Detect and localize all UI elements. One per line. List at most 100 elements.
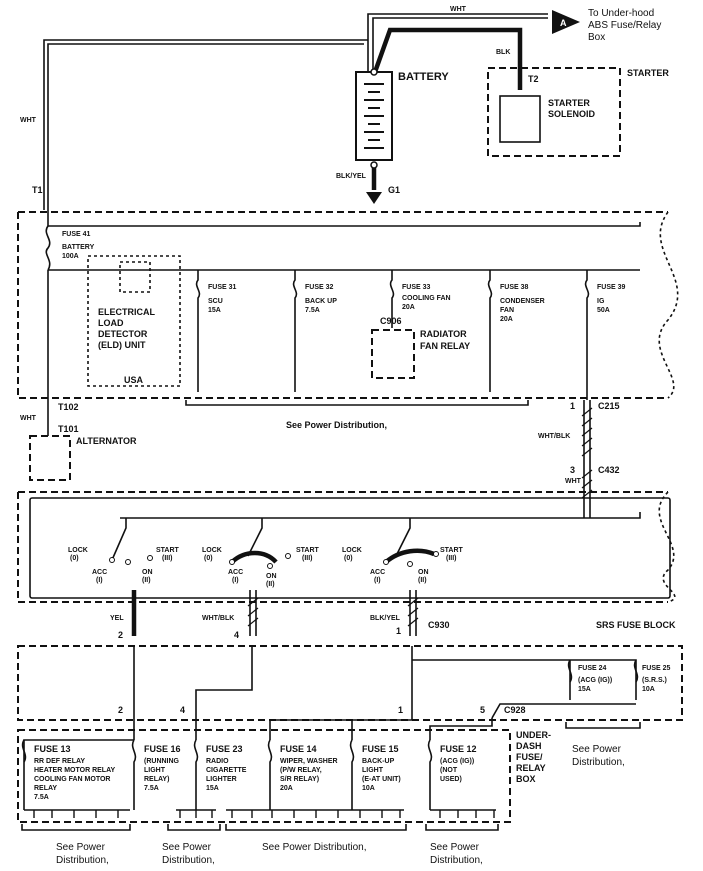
s1-acc-1: ACC bbox=[92, 569, 107, 576]
fuse39-desc2: 50A bbox=[597, 307, 610, 314]
underdash-line2: DASH bbox=[516, 741, 542, 751]
whtblk-vert-label: WHT/BLK bbox=[538, 433, 570, 440]
fuse25-desc2: 10A bbox=[642, 686, 655, 693]
switch-1: LOCK (0) ACC (I) ON (II) START (III) bbox=[68, 518, 180, 584]
fuse33-desc2: 20A bbox=[402, 304, 415, 311]
fuse-16: FUSE 16 (RUNNING LIGHT RELAY) 7.5A bbox=[131, 739, 181, 810]
see-power-b4-l1: See Power bbox=[430, 842, 480, 853]
solenoid-line2: SOLENOID bbox=[548, 109, 596, 119]
solenoid-line1: STARTER bbox=[548, 98, 590, 108]
t1-label: T1 bbox=[32, 185, 43, 195]
c930-label: C930 bbox=[428, 620, 450, 630]
fuse13-d3: COOLING FAN MOTOR bbox=[34, 776, 110, 783]
pin-1-top: 1 bbox=[396, 626, 401, 636]
see-power-b3-l1: See Power Distribution, bbox=[262, 842, 367, 853]
underhood-fuse-box: FUSE 41 BATTERY 100A ELECTRICAL LOAD DET… bbox=[17, 210, 679, 430]
fuse13-d2: HEATER MOTOR RELAY bbox=[34, 767, 115, 774]
fuse32-name: FUSE 32 bbox=[305, 284, 334, 291]
s3-lock-1: LOCK bbox=[342, 547, 362, 554]
eld-unit-box bbox=[87, 255, 181, 387]
eld-line1: ELECTRICAL bbox=[98, 307, 155, 317]
s3-on-2: (II) bbox=[418, 577, 427, 584]
radiator-line1: RADIATOR bbox=[420, 329, 467, 339]
fuse-23: FUSE 23 RADIO CIGARETTE LIGHTER 15A bbox=[176, 739, 247, 818]
c215-pin: 1 bbox=[570, 401, 575, 411]
fuse23-d2: CIGARETTE bbox=[206, 767, 247, 774]
fuse-14: FUSE 14 WIPER, WASHER (P/W RELAY, S/R RE… bbox=[267, 739, 338, 810]
see-power-bottom: See Power Distribution, See Power Distri… bbox=[56, 842, 483, 866]
fuse13-name: FUSE 13 bbox=[34, 744, 71, 754]
switch-output-wires: YEL WHT/BLK BLK/YEL 2 4 1 C930 SRS FUSE … bbox=[110, 590, 676, 640]
fuse16-d2: LIGHT bbox=[144, 767, 166, 774]
fuse32-desc2: 7.5A bbox=[305, 307, 320, 314]
eld-line2: LOAD bbox=[98, 318, 124, 328]
fuse12-name: FUSE 12 bbox=[440, 744, 477, 754]
fuse-39: FUSE 39 IG 50A bbox=[584, 270, 626, 400]
fuse39-name: FUSE 39 bbox=[597, 284, 626, 291]
pin-1-bottom: 1 bbox=[398, 705, 403, 715]
pin-5: 5 bbox=[480, 705, 485, 715]
see-power-b4-l2: Distribution, bbox=[430, 855, 483, 866]
starter-label: STARTER bbox=[627, 68, 669, 78]
blkyel-ground-label: BLK/YEL bbox=[336, 173, 367, 180]
fuse-25: FUSE 25 (S.R.S.) 10A bbox=[633, 659, 671, 693]
fuse12-d2: (NOT bbox=[440, 767, 458, 774]
underdash-line5: BOX bbox=[516, 774, 536, 784]
fuse15-d1: BACK-UP bbox=[362, 758, 395, 765]
s2-on-2: (II) bbox=[266, 581, 275, 588]
eld-line3: DETECTOR bbox=[98, 329, 148, 339]
ignition-feed: 1 C215 WHT/BLK 3 C432 WHT bbox=[538, 400, 620, 518]
c928-label: C928 bbox=[504, 705, 526, 715]
ground-icon bbox=[366, 192, 382, 204]
s1-start-2: (III) bbox=[162, 555, 173, 562]
s1-on-1: ON bbox=[142, 569, 153, 576]
s2-start-1: START bbox=[296, 547, 320, 554]
fuse25-desc1: (S.R.S.) bbox=[642, 677, 667, 684]
fuse-31: FUSE 31 SCU 15A bbox=[195, 270, 237, 392]
alternator-box bbox=[29, 435, 71, 481]
alternator-label: ALTERNATOR bbox=[76, 436, 137, 446]
pin-2-bottom: 2 bbox=[118, 705, 123, 715]
c906-label: C906 bbox=[380, 316, 402, 326]
fuse31-desc2: 15A bbox=[208, 307, 221, 314]
fuse31-desc1: SCU bbox=[208, 298, 223, 305]
fuse41-line2: BATTERY bbox=[62, 244, 95, 251]
ignition-switch: LOCK (0) ACC (I) ON (II) START (III) LOC… bbox=[17, 491, 676, 603]
see-power-srs-1: See Power bbox=[572, 744, 622, 755]
switch-3: LOCK (0) ACC (I) ON (II) START (III) bbox=[342, 518, 464, 584]
fuse15-d3: (E-AT UNIT) bbox=[362, 776, 401, 783]
fuse38-name: FUSE 38 bbox=[500, 284, 529, 291]
fuse13-d1: RR DEF RELAY bbox=[34, 758, 85, 765]
g1-label: G1 bbox=[388, 185, 400, 195]
underdash-line4: RELAY bbox=[516, 763, 546, 773]
srs-fuse-block-label: SRS FUSE BLOCK bbox=[596, 620, 676, 630]
t101-label: T101 bbox=[58, 424, 79, 434]
s1-lock-2: (0) bbox=[70, 555, 79, 562]
fuse15-d4: 10A bbox=[362, 785, 375, 792]
wire-yel-label: YEL bbox=[110, 615, 124, 622]
connector-a-label: A bbox=[560, 18, 567, 28]
t102-label: T102 bbox=[58, 402, 79, 412]
switch-2: LOCK (0) ACC (I) ON (II) START (III) bbox=[202, 518, 320, 588]
fuse14-d3: S/R RELAY) bbox=[280, 776, 319, 783]
s2-on-1: ON bbox=[266, 573, 277, 580]
c432-label: C432 bbox=[598, 465, 620, 475]
fuse24-desc1: (ACG (IG)) bbox=[578, 677, 612, 684]
fuse13-d4: RELAY bbox=[34, 785, 57, 792]
srs-fuse-block: 2 4 1 5 C928 FUSE 24 (ACG (IG)) 15A FUSE… bbox=[17, 645, 683, 768]
fuse12-d1: (ACG (IG)) bbox=[440, 758, 474, 765]
underdash-line3: FUSE/ bbox=[516, 752, 543, 762]
s1-lock-1: LOCK bbox=[68, 547, 88, 554]
alternator-section: WHT T102 T101 ALTERNATOR bbox=[20, 400, 137, 481]
fuse-32: FUSE 32 BACK UP 7.5A bbox=[292, 270, 337, 392]
fuse23-d3: LIGHTER bbox=[206, 776, 237, 783]
wht-top-label: WHT bbox=[450, 6, 467, 13]
fuse14-d2: (P/W RELAY, bbox=[280, 767, 322, 774]
fuse14-d1: WIPER, WASHER bbox=[280, 758, 338, 765]
see-power-mid: See Power Distribution, bbox=[286, 420, 387, 430]
fuse41-line1: FUSE 41 bbox=[62, 231, 91, 238]
fuse16-d4: 7.5A bbox=[144, 785, 159, 792]
fuse13-d5: 7.5A bbox=[34, 794, 49, 801]
s3-lock-2: (0) bbox=[344, 555, 353, 562]
